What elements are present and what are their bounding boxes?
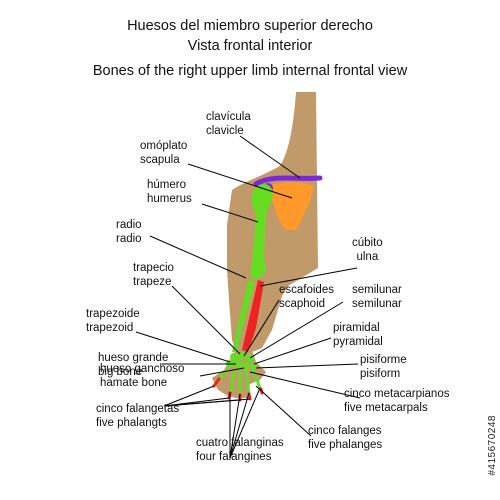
leader-hamate bbox=[199, 367, 245, 377]
label-phalanges: cinco falanges five phalanges bbox=[308, 424, 382, 452]
leader-phalanges bbox=[255, 385, 312, 437]
ulna-bone bbox=[242, 280, 264, 352]
label-pisiform: pisiforme pisiform bbox=[360, 353, 407, 381]
label-radius: radio radio bbox=[116, 218, 142, 246]
metacarpal-bone bbox=[250, 368, 260, 384]
thumb-phalanx bbox=[212, 377, 221, 388]
metacarpal-bone bbox=[244, 369, 250, 387]
leader-ulna bbox=[259, 267, 358, 287]
label-phalangines-es: cuatro falanginas bbox=[196, 437, 284, 449]
label-radius-en: radio bbox=[116, 233, 142, 245]
label-humerus-en: humerus bbox=[147, 193, 192, 205]
label-ulna-es: cúbito bbox=[352, 237, 383, 249]
label-scaphoid: escafoides scaphoid bbox=[279, 283, 334, 311]
label-phalanges-es: cinco falanges bbox=[308, 425, 382, 437]
label-radius-es: radio bbox=[116, 219, 142, 231]
leader-clavicle bbox=[239, 135, 301, 179]
carpal-bone bbox=[242, 362, 250, 370]
label-humerus-es: húmero bbox=[147, 179, 186, 191]
label-scapula-en: scapula bbox=[140, 154, 180, 166]
label-hamate: hueso ganchoso hamate bone bbox=[100, 362, 184, 390]
label-capitate: hueso grande big bone bbox=[98, 351, 168, 379]
label-trapezium-es: trapecio bbox=[133, 262, 174, 274]
label-capitate-es: hueso grande bbox=[98, 352, 169, 364]
label-trapezium: trapecio trapeze bbox=[133, 261, 174, 289]
label-scaphoid-en: scaphoid bbox=[279, 298, 326, 310]
subtitle-spanish: Vista frontal interior bbox=[187, 38, 313, 54]
carpal-bone bbox=[250, 362, 258, 370]
clavicle-bone bbox=[253, 175, 323, 187]
leader-metacarpals bbox=[249, 371, 361, 399]
title-english: Bones of the right upper limb internal f… bbox=[92, 63, 408, 79]
leader-radius bbox=[149, 235, 247, 279]
leader-triquetrum bbox=[253, 337, 332, 365]
phalanx bbox=[246, 385, 251, 395]
label-humerus: húmero humerus bbox=[147, 178, 192, 206]
label-phalangines: cuatro falanginas four falangines bbox=[196, 436, 284, 464]
label-metacarpals-en: five metacarpals bbox=[344, 402, 428, 414]
leader-scaphoid bbox=[243, 299, 280, 357]
label-trapezoid-en: trapezoid bbox=[86, 322, 134, 334]
label-trapezoid: trapezoide trapezoid bbox=[86, 307, 140, 335]
label-ulna: cúbito ulna bbox=[352, 236, 383, 264]
leader-phalangettes-4 bbox=[163, 398, 251, 407]
label-pisiform-es: pisiforme bbox=[360, 354, 407, 366]
leader-phalangettes-1 bbox=[163, 385, 215, 407]
leader-trapezium bbox=[171, 285, 241, 355]
carpal-bone bbox=[234, 360, 242, 368]
phalanx bbox=[247, 392, 252, 401]
label-scapula: omóplato scapula bbox=[140, 139, 187, 167]
leader-lunate bbox=[249, 301, 344, 359]
phalanx bbox=[228, 384, 234, 394]
label-ulna-en: ulna bbox=[356, 251, 379, 263]
bottom-strip bbox=[0, 486, 500, 500]
leader-scapula bbox=[187, 163, 293, 199]
label-clavicle: clavícula clavicle bbox=[206, 110, 251, 138]
label-trapezium-en: trapeze bbox=[133, 276, 172, 288]
label-phalanges-en: five phalanges bbox=[308, 439, 383, 451]
leader-pisiform bbox=[255, 363, 359, 369]
leader-phalangines-2 bbox=[229, 393, 241, 459]
phalanx bbox=[256, 381, 262, 390]
leader-phalangines-4 bbox=[229, 387, 261, 459]
humerus-bone bbox=[250, 184, 273, 279]
leader-humerus bbox=[201, 203, 259, 223]
label-phalangettes: cinco falangetas five phalangts bbox=[96, 402, 179, 430]
label-triquetrum: piramidal pyramidal bbox=[333, 321, 383, 349]
label-capitate-en: big bone bbox=[98, 366, 143, 378]
leader-trapezoid bbox=[135, 331, 231, 363]
radius-bone bbox=[232, 280, 255, 352]
leader-lines bbox=[135, 135, 361, 459]
label-phalangines-en: four falangines bbox=[196, 451, 272, 463]
metacarpal-bone bbox=[230, 369, 236, 386]
label-pisiform-en: pisiform bbox=[360, 368, 401, 380]
scapula-bone bbox=[266, 182, 314, 230]
label-scaphoid-es: escafoides bbox=[279, 284, 334, 296]
label-metacarpals: cinco metacarpianos five metacarpals bbox=[344, 387, 449, 415]
label-lunate-en: semilunar bbox=[352, 298, 402, 310]
label-lunate-es: semilunar bbox=[352, 284, 402, 296]
label-hamate-en: hamate bone bbox=[100, 377, 168, 389]
leader-phalangines-3 bbox=[229, 392, 250, 459]
label-clavicle-en: clavicle bbox=[206, 125, 244, 137]
label-clavicle-es: clavícula bbox=[206, 111, 251, 123]
label-metacarpals-es: cinco metacarpianos bbox=[344, 388, 450, 400]
carpal-bone bbox=[230, 353, 238, 361]
label-phalangettes-es: cinco falangetas bbox=[96, 403, 180, 415]
label-triquetrum-en: pyramidal bbox=[333, 336, 383, 348]
label-hamate-es: hueso ganchoso bbox=[100, 363, 185, 375]
label-trapezoid-es: trapezoide bbox=[86, 308, 140, 320]
title-spanish: Huesos del miembro superior derecho bbox=[127, 18, 373, 34]
label-triquetrum-es: piramidal bbox=[333, 322, 380, 334]
label-lunate: semilunar semilunar bbox=[352, 283, 402, 311]
stock-id-watermark: #415670248 bbox=[487, 415, 498, 476]
label-phalangettes-en: five phalangts bbox=[96, 417, 167, 429]
label-scapula-es: omóplato bbox=[140, 140, 188, 152]
